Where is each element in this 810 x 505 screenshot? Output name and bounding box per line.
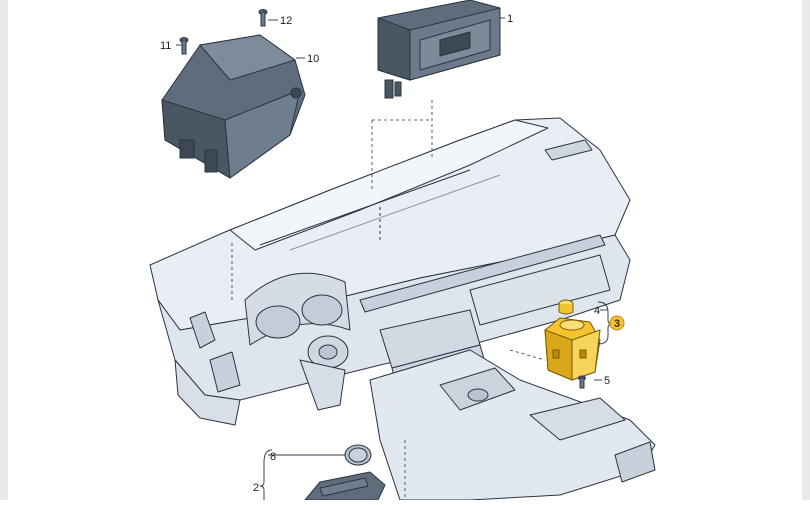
callout-3-highlight-marker (609, 315, 625, 331)
callout-8: 8 (270, 451, 276, 463)
callout-11: 11 (160, 40, 171, 52)
left-frame-border (0, 0, 8, 500)
part-8-cover-disc (344, 444, 372, 466)
callout-1: 1 (507, 13, 513, 25)
callout-4: 4 (594, 305, 600, 317)
leader-lines (231, 100, 546, 500)
part-12-screw (258, 9, 268, 27)
callout-5: 5 (604, 375, 610, 387)
callout-3: 3 (614, 318, 620, 330)
callout-10: 10 (307, 53, 319, 65)
callout-12: 12 (280, 15, 292, 27)
part-2-switch-panel (304, 471, 386, 501)
callout-labels: 1 2 3 4 5 8 10 11 12 (160, 13, 625, 494)
part-1-control-unit (377, 0, 501, 99)
dashboard-assembly (149, 117, 656, 501)
part-10-module-housing (161, 34, 306, 179)
part-4-knob-cap (558, 299, 574, 315)
callout-2: 2 (253, 482, 259, 494)
part-11-screw (179, 37, 189, 55)
right-frame-border (802, 0, 810, 500)
part-3-switch-module-highlighted (544, 317, 601, 381)
callout-lines (176, 17, 613, 500)
part-5-screw (578, 375, 586, 389)
